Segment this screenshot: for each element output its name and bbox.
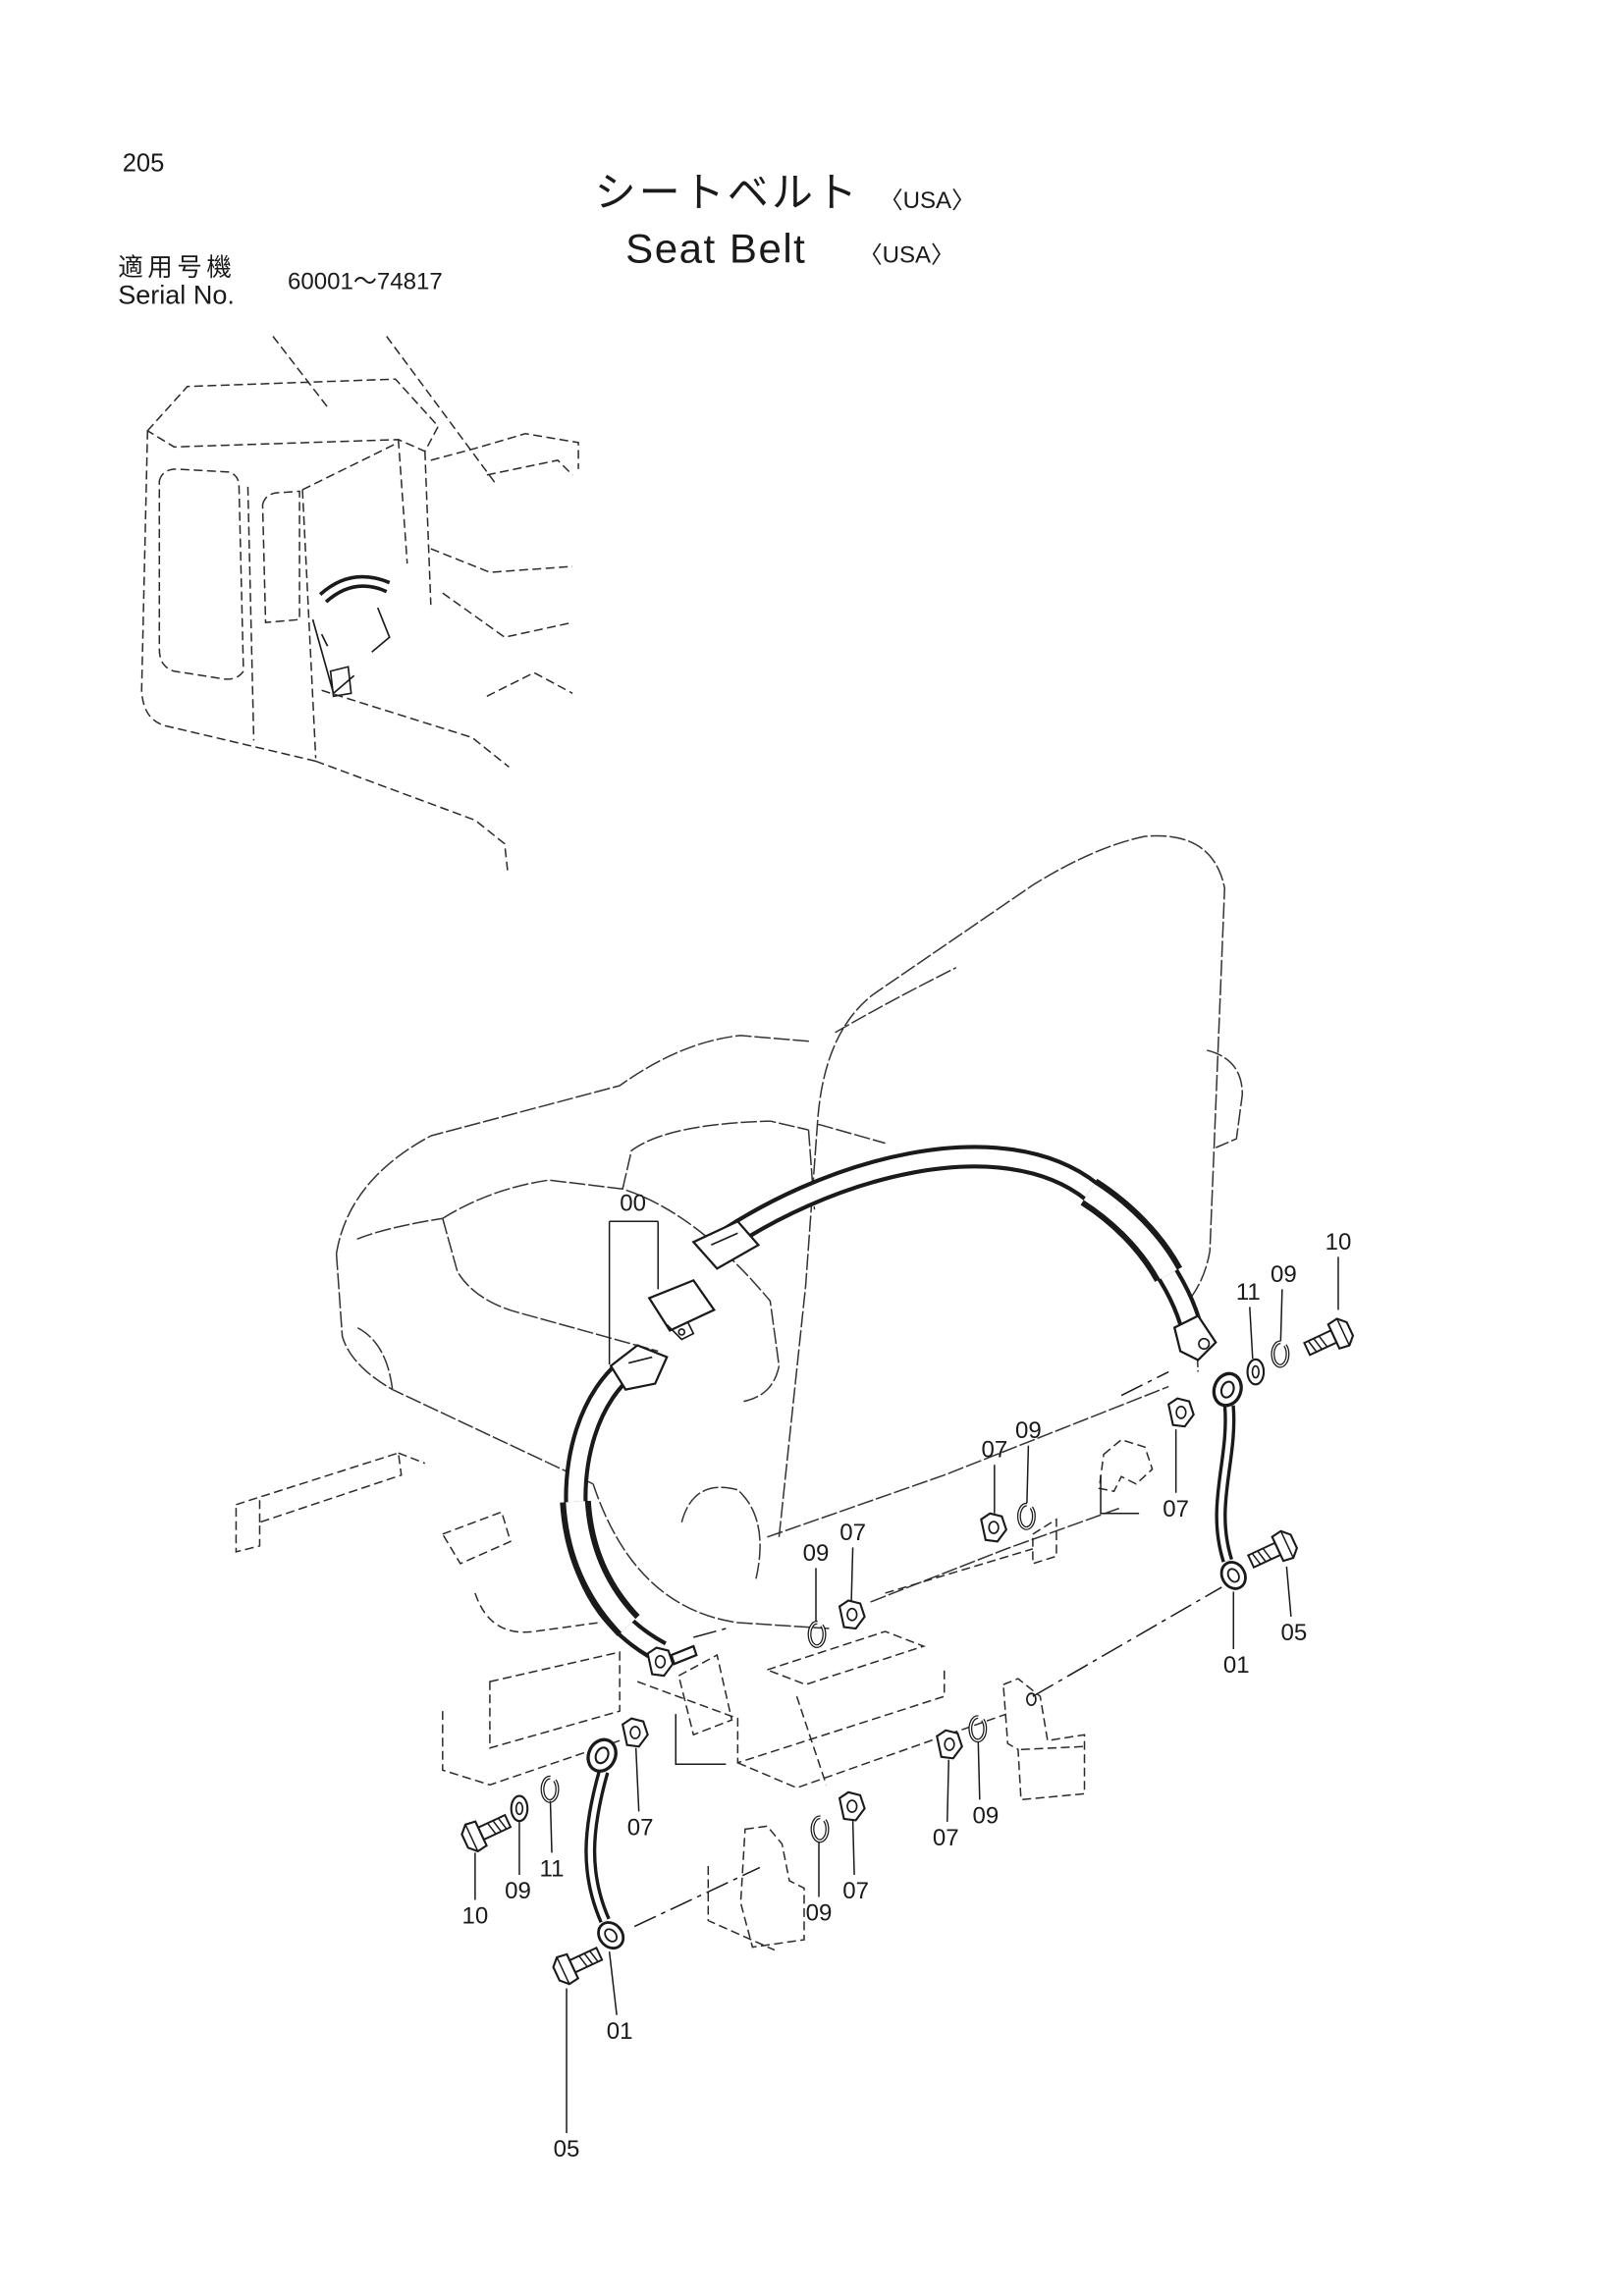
ground-strap-01-right: [1208, 1367, 1252, 1595]
callout-label: 07: [839, 1520, 866, 1546]
callout-label: 09: [1015, 1417, 1042, 1444]
page-title-ja: シートベルト: [595, 169, 860, 215]
assembly-step-lines: [675, 1474, 1140, 1766]
bolt-10-lower: [458, 1806, 515, 1856]
nut-07-middle: [980, 1512, 1007, 1543]
nut-07-lower-middle: [936, 1729, 963, 1760]
callout-label: 10: [462, 1903, 489, 1930]
serial-label-en: Serial No.: [118, 281, 235, 310]
seat-belt-strap-left: [560, 1344, 698, 1678]
bolt-05-lower: [549, 1939, 607, 1989]
callout-label: 01: [1223, 1652, 1250, 1679]
spring-washer-09-middle: [1016, 1502, 1036, 1530]
spring-washer-09-lower-middle: [968, 1715, 988, 1743]
callout-label: 11: [1236, 1279, 1261, 1306]
seat-backrest: [778, 834, 1244, 1537]
title-region-ja: 〈USA〉: [880, 187, 975, 214]
assembly-center-lines: [633, 1370, 1222, 1928]
ground-bracket-right: [1002, 1678, 1086, 1801]
belt-anchor-bolt-left: [670, 1644, 698, 1666]
washer-11-upper: [1246, 1358, 1266, 1386]
callout-label: 09: [1271, 1261, 1297, 1288]
callout-label: 07: [842, 1878, 869, 1904]
page-number: 205: [123, 149, 165, 177]
spring-washer-09-upper: [1271, 1340, 1290, 1368]
page-title-en: Seat Belt: [625, 225, 806, 271]
callout-label: 07: [933, 1825, 959, 1851]
callout-label: 05: [1281, 1620, 1308, 1646]
nut-07-bottom: [838, 1790, 866, 1822]
serial-range: 60001～74817: [288, 269, 443, 295]
seat-belt-buckle: [647, 1278, 717, 1341]
spring-washer-11-lower: [540, 1775, 560, 1803]
nut-07-right: [1167, 1397, 1195, 1428]
callout-label: 07: [627, 1814, 654, 1841]
spring-washer-09-left: [807, 1621, 827, 1648]
operator-seat: [235, 834, 1244, 1951]
anchor-bracket-left: [677, 1653, 733, 1736]
nut-07-lower-left: [622, 1717, 649, 1748]
callout-leader-lines: [474, 1220, 1339, 2133]
anchor-bracket-right: [1098, 1438, 1154, 1493]
callout-label: 01: [607, 2018, 633, 2045]
callout-label: 07: [1163, 1496, 1189, 1522]
seat-belt-strap-right: [698, 1145, 1217, 1362]
callout-label: 00: [620, 1191, 646, 1217]
callout-label: 09: [972, 1802, 999, 1829]
bracket-hole: [1026, 1692, 1037, 1706]
callout-label: 07: [981, 1437, 1007, 1464]
callout-label: 11: [540, 1855, 565, 1882]
serial-label-ja: 適用号機: [118, 254, 236, 282]
callout-label: 10: [1325, 1229, 1352, 1255]
inset-seat-belt: [318, 574, 391, 604]
bolt-05-right: [1243, 1526, 1302, 1576]
callout-label: 09: [505, 1878, 531, 1904]
seat-belt-tongue: [691, 1219, 761, 1270]
callout-label: 05: [554, 2136, 580, 2163]
ground-bracket-lower: [739, 1825, 805, 1949]
callout-label: 09: [806, 1900, 833, 1927]
spring-washer-09-bottom: [810, 1815, 830, 1843]
ground-strap-01-lower: [581, 1733, 630, 1955]
washer-09-lower: [510, 1794, 529, 1823]
seat-cushion: [335, 1035, 1169, 1629]
cab-location-inset: [140, 336, 579, 871]
seat-belt-assembly: [560, 1145, 1217, 1678]
cab-outline: [140, 336, 579, 871]
title-region-en: 〈USA〉: [859, 241, 954, 268]
bolt-10-upper: [1299, 1314, 1358, 1363]
inset-seat-frame: [311, 607, 391, 698]
callout-label: 09: [803, 1540, 830, 1567]
belt-buckle-plate-left: [609, 1344, 669, 1391]
seat-rails-and-base: [235, 1452, 1057, 1951]
nut-07-left: [838, 1599, 866, 1630]
